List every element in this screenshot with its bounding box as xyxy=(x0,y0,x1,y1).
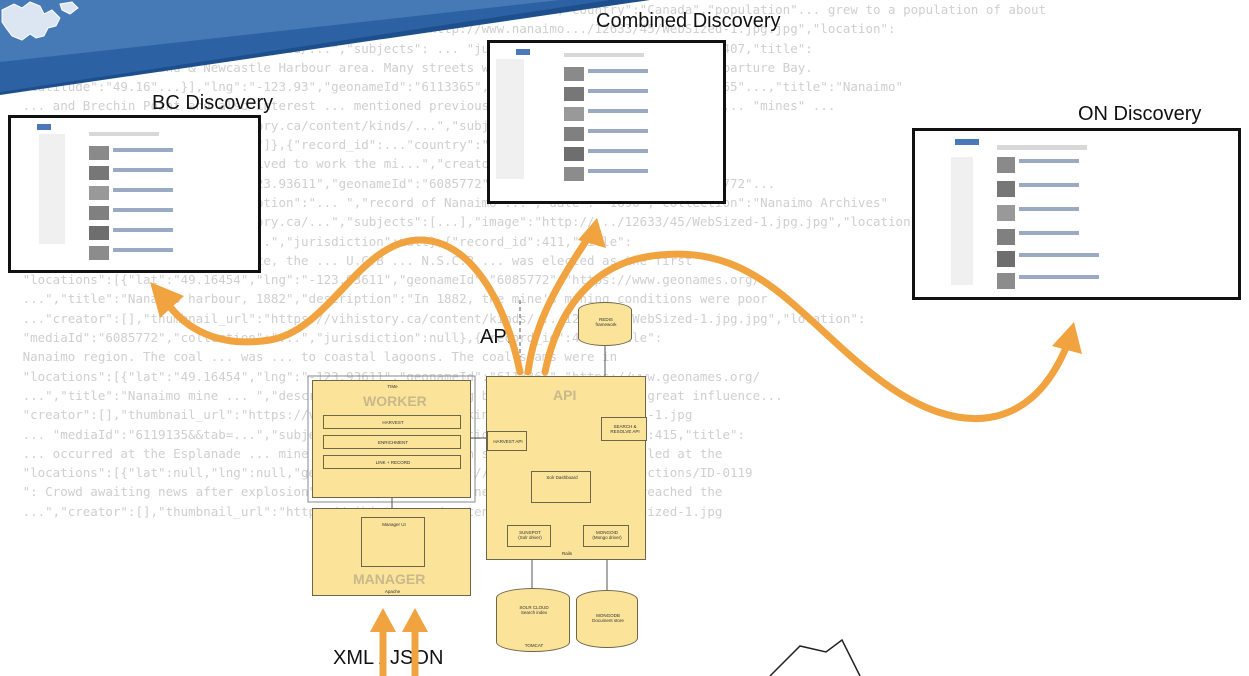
background-code-line: Nanaimo region. The coal ... was ... to … xyxy=(0,349,618,365)
background-code-line: "locations":[{"lat":"49.16454","lng":"-1… xyxy=(0,272,761,288)
solr-cloud-label: SOLR CLOUD Search index xyxy=(519,605,549,615)
manager-ui-label: Manager UI xyxy=(382,522,406,527)
combined-discovery-label: Combined Discovery xyxy=(596,10,781,32)
connector-lines xyxy=(307,300,608,590)
api-label: API xyxy=(480,326,513,348)
arrowhead-on xyxy=(1052,322,1082,354)
worker-title: WORKER xyxy=(363,393,427,409)
orange-arrowheads xyxy=(150,218,1082,632)
bc-discovery-screenshot xyxy=(8,115,261,273)
arrowhead-input-left xyxy=(370,608,396,632)
canada-map-icon xyxy=(1,1,79,41)
search-resolve-label: SEARCH & RESOLVE API xyxy=(610,424,640,434)
mongoid-label: MONGOID (Mongo driver) xyxy=(592,530,622,540)
worker-harvest-row: HARVEST xyxy=(323,415,461,429)
api-box-title: API xyxy=(553,387,577,403)
mongodb-store: MONGODB Document store xyxy=(576,590,638,648)
on-discovery-label: ON Discovery xyxy=(1078,103,1202,125)
manager-box: Manager UI MANAGER Apache xyxy=(312,508,471,596)
manager-ui-box: Manager UI xyxy=(361,517,425,567)
on-discovery-screenshot xyxy=(912,128,1241,300)
worker-link-label: LINK + RECORD xyxy=(375,460,411,465)
combined-discovery-screenshot xyxy=(487,40,726,204)
arrowhead-combined xyxy=(578,218,606,248)
arrowhead-bc xyxy=(150,282,184,318)
bc-discovery-label: BC Discovery xyxy=(152,92,274,114)
mongoid-box: MONGOID (Mongo driver) xyxy=(583,525,629,547)
sunspot-box: SUNSPOT (Solr driver) xyxy=(507,525,551,547)
cloud-shape-icon xyxy=(769,638,861,676)
worker-enrichment-row: ENRICHMENT xyxy=(323,435,461,449)
api-box: API HARVEST API SEARCH & RESOLVE API Sol… xyxy=(486,376,647,560)
rails-tag: Rails xyxy=(561,551,572,556)
solr-cloud-store: SOLR CLOUD Search index TOMCAT xyxy=(496,588,570,652)
arrowhead-input-right xyxy=(402,608,428,632)
worker-enrichment-label: ENRICHMENT xyxy=(378,440,408,445)
manager-title: MANAGER xyxy=(353,571,426,587)
worker-harvest-label: HARVEST xyxy=(382,420,404,425)
search-resolve-box: SEARCH & RESOLVE API xyxy=(601,417,647,441)
redis-store: REDIS framework xyxy=(578,302,632,346)
orange-flow-arrows xyxy=(161,231,1069,676)
sunspot-label: SUNSPOT (Solr driver) xyxy=(518,530,542,540)
manager-tag: Apache xyxy=(384,589,401,594)
harvest-api-box: HARVEST API xyxy=(487,431,527,451)
worker-tag: TIMe xyxy=(387,384,398,389)
background-code-line: ..."creator":[],"thumbnail_url":"https:/… xyxy=(0,310,866,326)
worker-link-row: LINK + RECORD xyxy=(323,455,461,469)
worker-box: TIMe WORKER HARVEST ENRICHMENT LINK + RE… xyxy=(312,380,471,498)
harvest-api-label: HARVEST API xyxy=(493,439,523,444)
tomcat-label: TOMCAT xyxy=(524,643,544,648)
solr-dashboard-label: Solr Dashboard xyxy=(546,475,578,480)
background-code-line: "mediaId":"6085772","collection":"...","… xyxy=(0,330,663,346)
mongodb-label: MONGODB Document store xyxy=(592,613,624,623)
redis-label: REDIS framework xyxy=(595,317,617,327)
solr-dashboard-box: Solr Dashboard xyxy=(531,471,591,503)
